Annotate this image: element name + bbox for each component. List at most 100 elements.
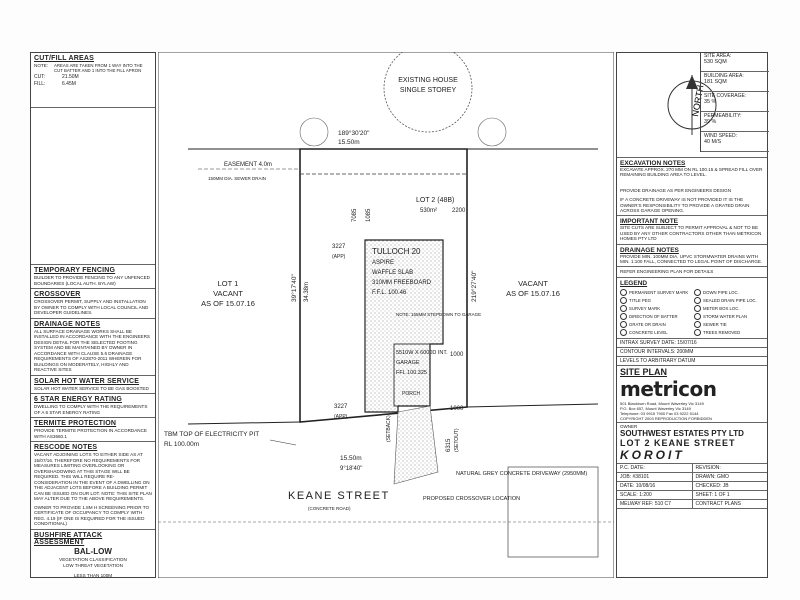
bearing-top: 189°30'20" <box>338 129 370 137</box>
star-rating-section: 6 STAR ENERGY RATING DWELLING TO COMPLY … <box>31 394 155 418</box>
site-plan-drawing: EXISTING HOUSE SINGLE STOREY <box>158 52 614 578</box>
street-name: KEANE STREET <box>288 490 390 502</box>
title-block-panel: NORTH EXCAVATION NOTES EXCAVATE APPROX. … <box>616 52 768 578</box>
ffl-label: F.F.L. 100.46 <box>372 290 407 296</box>
tbm-rl: RL 100.00m <box>164 441 199 448</box>
crossover-label: PROPOSED CROSSOVER LOCATION <box>423 496 520 502</box>
legend-label: SURVEY MARK <box>629 305 661 311</box>
existing-house-tree-outline <box>383 52 473 133</box>
excavation-text: EXCAVATE APPROX. 270 MM ON RL 100.15 & S… <box>620 167 763 178</box>
legend-item: DIRECTION OF BATTER <box>620 312 690 320</box>
cell-key: JOB: <box>620 473 632 480</box>
crossover-section: CROSSOVER CROSSOVER PERMIT, SUPPLY AND I… <box>31 289 155 319</box>
single-storey-label: SINGLE STOREY <box>400 87 457 94</box>
vegetation-label: VEGETATION CLASSIFICATION <box>59 556 127 562</box>
slab-label: WAFFLE SLAB <box>372 270 413 276</box>
bushfire-section: BUSHFIRE ATTACK ASSESSMENT BAL-LOW VEGET… <box>31 530 155 581</box>
stat-key: SITE AREA: <box>704 53 732 59</box>
contour-cell: CONTOUR INTERVALS: 200MM <box>617 348 767 356</box>
side-right-3: 1000 <box>450 406 464 412</box>
title-block-cell: DRAWN: GMO <box>693 473 768 481</box>
frontage-bottom: 15.50m <box>340 455 362 462</box>
bal-rating: BAL-LOW <box>74 546 112 556</box>
title-block-cell: DATE: 10/08/16 <box>617 481 693 490</box>
driveway <box>393 405 439 485</box>
contour-row: CONTOUR INTERVALS: 200MM <box>617 348 767 357</box>
frontage-top: 15.50m <box>338 139 360 146</box>
excavation-text-2: PROVIDE DRAINAGE AS PER ENGINEERS DESIGN <box>620 187 732 193</box>
legend-symbol-icon <box>694 320 701 328</box>
cell-key: DRAWN: <box>695 473 716 480</box>
bearing-bottom: 9°18'40" <box>340 466 362 472</box>
cell-key: CHECKED: <box>695 482 722 489</box>
title-block-cell: P.C. DATE: <box>617 463 693 472</box>
legend-symbol-icon <box>620 296 627 304</box>
vegetation-distance: LESS THAN 100M <box>73 572 113 578</box>
legend-label: DIRECTION OF BATTER <box>629 313 678 319</box>
excavation-title: EXCAVATION NOTES <box>620 160 686 167</box>
solar-section: SOLAR HOT WATER SERVICE SOLAR HOT WATER … <box>31 376 155 394</box>
legend-symbol-icon <box>620 312 627 320</box>
legend-symbol-icon <box>694 296 701 304</box>
drainage-section: DRAINAGE NOTES ALL SURFACE DRAINAGE WORK… <box>31 319 155 376</box>
legend-symbol-icon <box>694 288 701 296</box>
app-label: (APP) <box>332 254 346 260</box>
site-stat: SITE COVERAGE:35 % <box>701 92 769 112</box>
cell-value: 1:200 <box>639 491 652 498</box>
site-stat: WIND SPEED:40 M/S <box>701 132 769 152</box>
lot1-date: AS OF 15.07.16 <box>201 299 255 308</box>
legend-symbol-icon <box>620 304 627 312</box>
legend-symbol-icon <box>620 328 627 336</box>
garage-outline <box>393 343 431 407</box>
setback-front-left: 3227 <box>332 244 346 250</box>
legend-item: PERMANENT SURVEY MARK <box>620 288 690 296</box>
engineering-note: REFER ENGINEERING PLAN FOR DETAILS <box>617 267 767 278</box>
rescode-section: RESCODE NOTES VACANT ADJOINING LOTS TO E… <box>31 442 155 530</box>
legend-label: PERMANENT SURVEY MARK <box>629 289 689 295</box>
stat-value: 181 SQM <box>704 79 727 85</box>
stat-value: 40 M/S <box>704 139 722 145</box>
survey-date: 15/07/16 <box>677 339 697 346</box>
front-setback: 6315 <box>446 438 452 452</box>
lot2-label: LOT 2 (48B) <box>416 197 454 204</box>
cell-key: DATE: <box>620 482 635 489</box>
garage-dims: 5510W X 6000D INT. <box>396 350 448 356</box>
legend-item: SEWER TIE <box>694 320 764 328</box>
stat-key: BUILDING AREA: <box>704 73 744 79</box>
cut-fill-title: CUT/FILL AREAS <box>34 55 94 62</box>
fill-row: FILL: 6.45M <box>34 81 152 87</box>
side-right: 2200 <box>452 208 466 214</box>
stat-value: 35 % <box>704 99 717 105</box>
survey-date-row: INTRAX SURVEY DATE: 15/07/16 <box>617 339 767 348</box>
legend-label: TREES REMOVED <box>703 329 741 335</box>
levels-row: LEVELS TO ARBITRARY DATUM <box>617 357 767 366</box>
existing-house-label: EXISTING HOUSE <box>398 77 458 84</box>
survey-date-label: INTRAX SURVEY DATE: <box>620 339 676 346</box>
metricon-logo: metricon <box>620 376 717 401</box>
setback-rear-right: 1085 <box>366 208 372 222</box>
cut-fill-note: AREAS ARE TAKEN FROM 1 WAY INTO THE CUT … <box>54 63 143 73</box>
drainage-title: DRAINAGE NOTES <box>34 320 101 328</box>
drainage-note-section: DRAINAGE NOTES PROVIDE MIN. 100MM DIA. U… <box>617 245 767 268</box>
setout-label: (SETOUT) <box>454 428 460 452</box>
drainage-text: ALL SURFACE DRAINAGE WORKS SHALL BE INST… <box>34 328 150 373</box>
title-block-cell: CHECKED: JB <box>693 482 768 490</box>
engineering-text: REFER ENGINEERING PLAN FOR DETAILS <box>620 269 714 275</box>
bushfire-title: BUSHFIRE ATTACK ASSESSMENT <box>34 531 103 546</box>
legend-symbol-icon <box>694 304 701 312</box>
title-block-cell: SHEET: 1 OF 1 <box>693 491 768 499</box>
setback-label: (SETBACK) <box>386 415 392 442</box>
survey-date-cell: INTRAX SURVEY DATE: 15/07/16 <box>617 339 767 347</box>
levels-cell: LEVELS TO ARBITRARY DATUM <box>617 357 767 365</box>
legend-item: TREES REMOVED <box>694 328 764 336</box>
site-stat: BUILDING AREA:181 SQM <box>701 72 769 92</box>
legend-item: METER BOX LOC. <box>694 304 764 312</box>
blank-space <box>31 108 155 265</box>
termite-section: TERMITE PROTECTION PROVIDE TERMITE PROTE… <box>31 418 155 442</box>
